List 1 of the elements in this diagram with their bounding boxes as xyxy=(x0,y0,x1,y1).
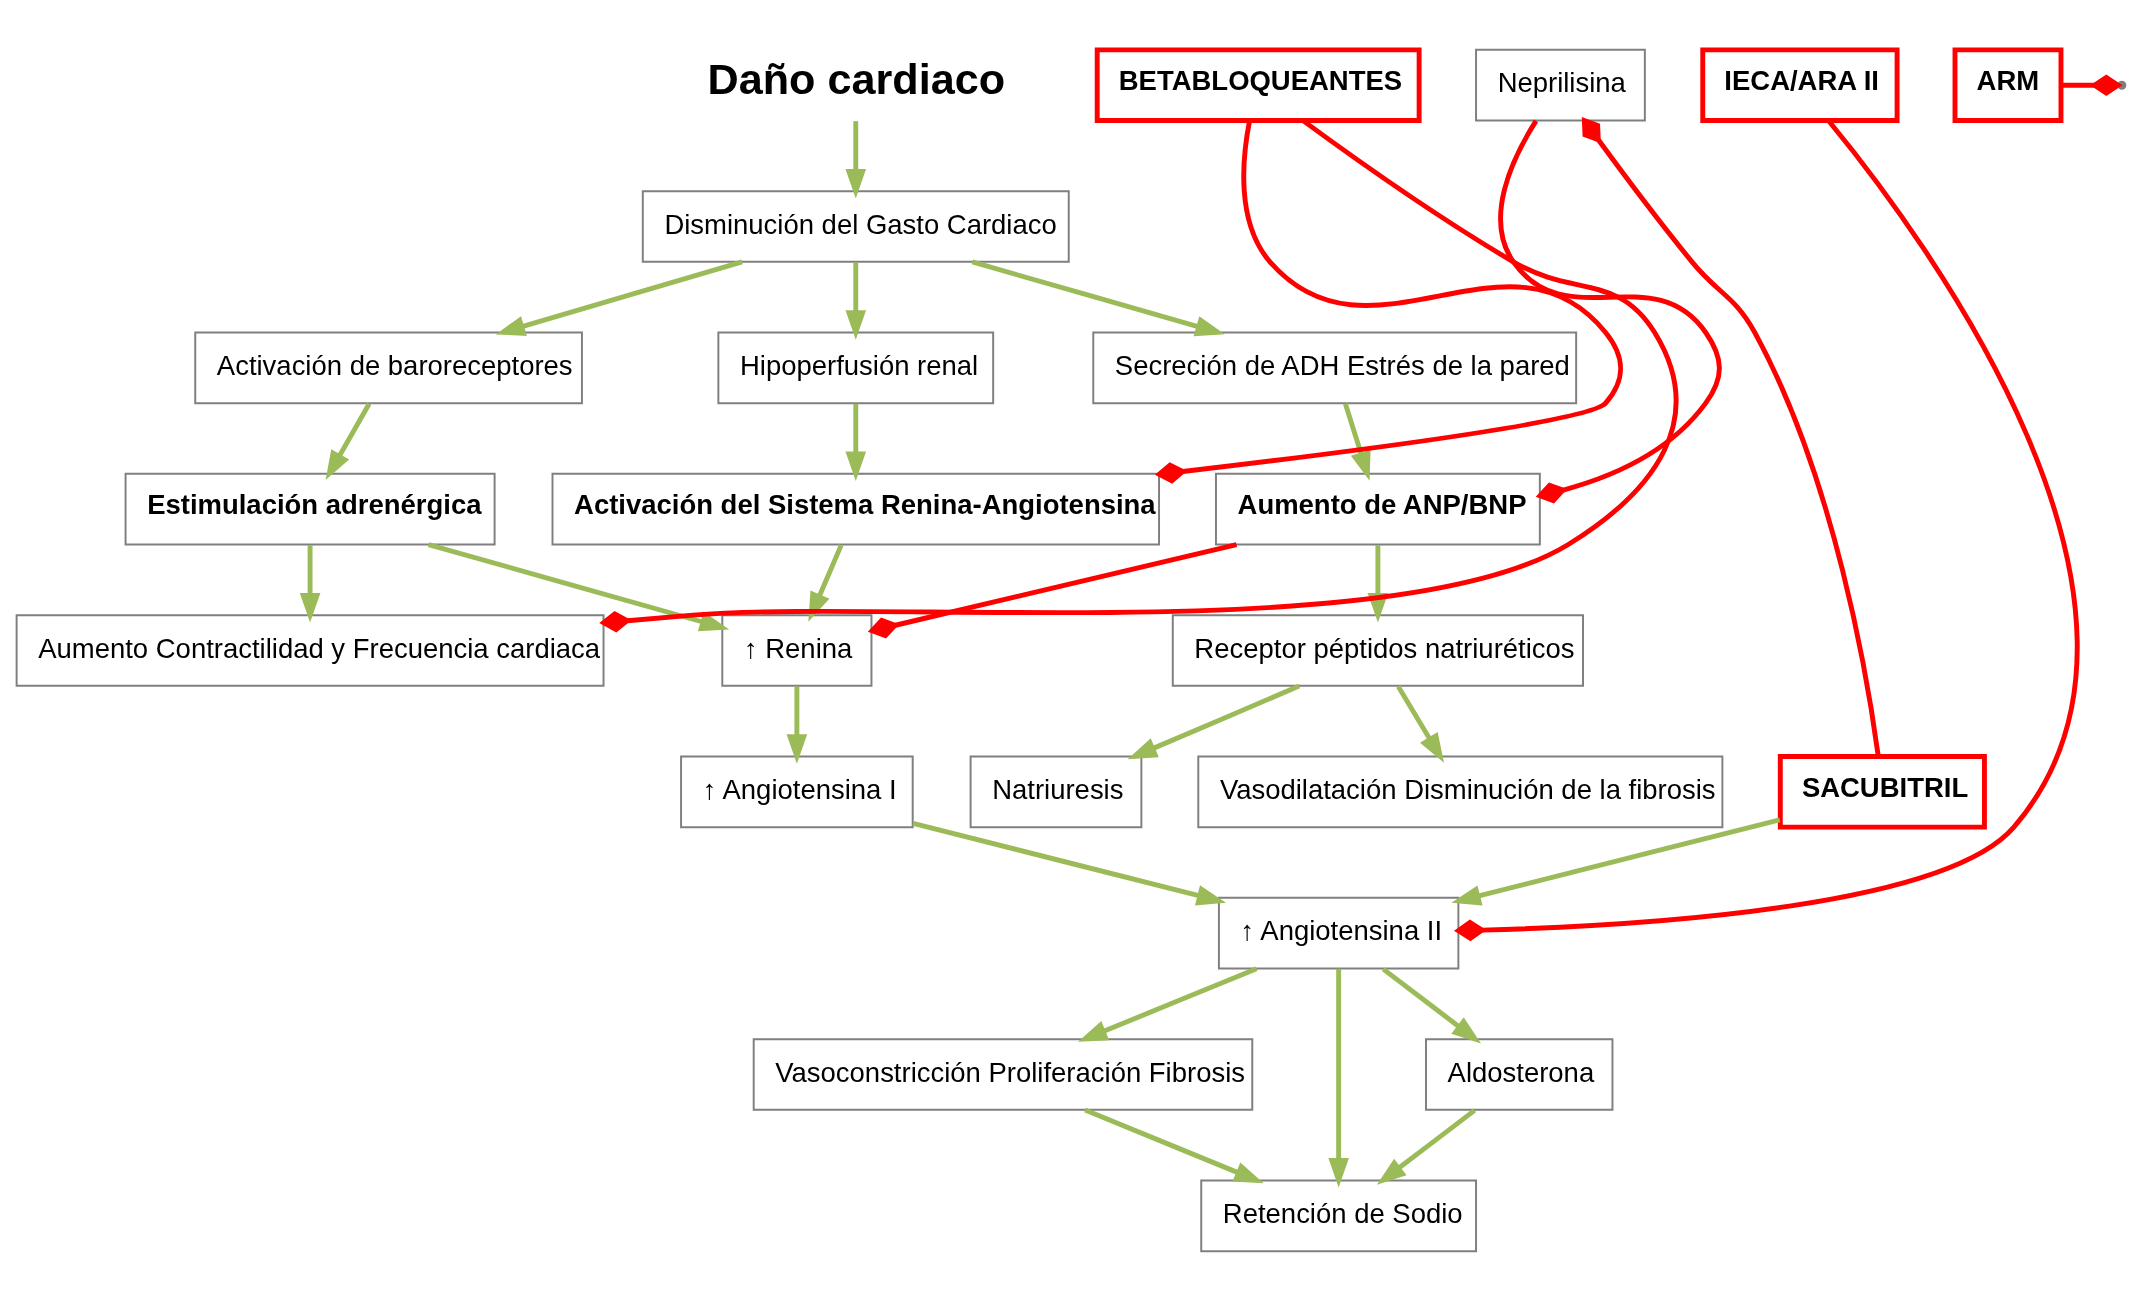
node-text: Daño cardiaco xyxy=(707,54,1006,103)
